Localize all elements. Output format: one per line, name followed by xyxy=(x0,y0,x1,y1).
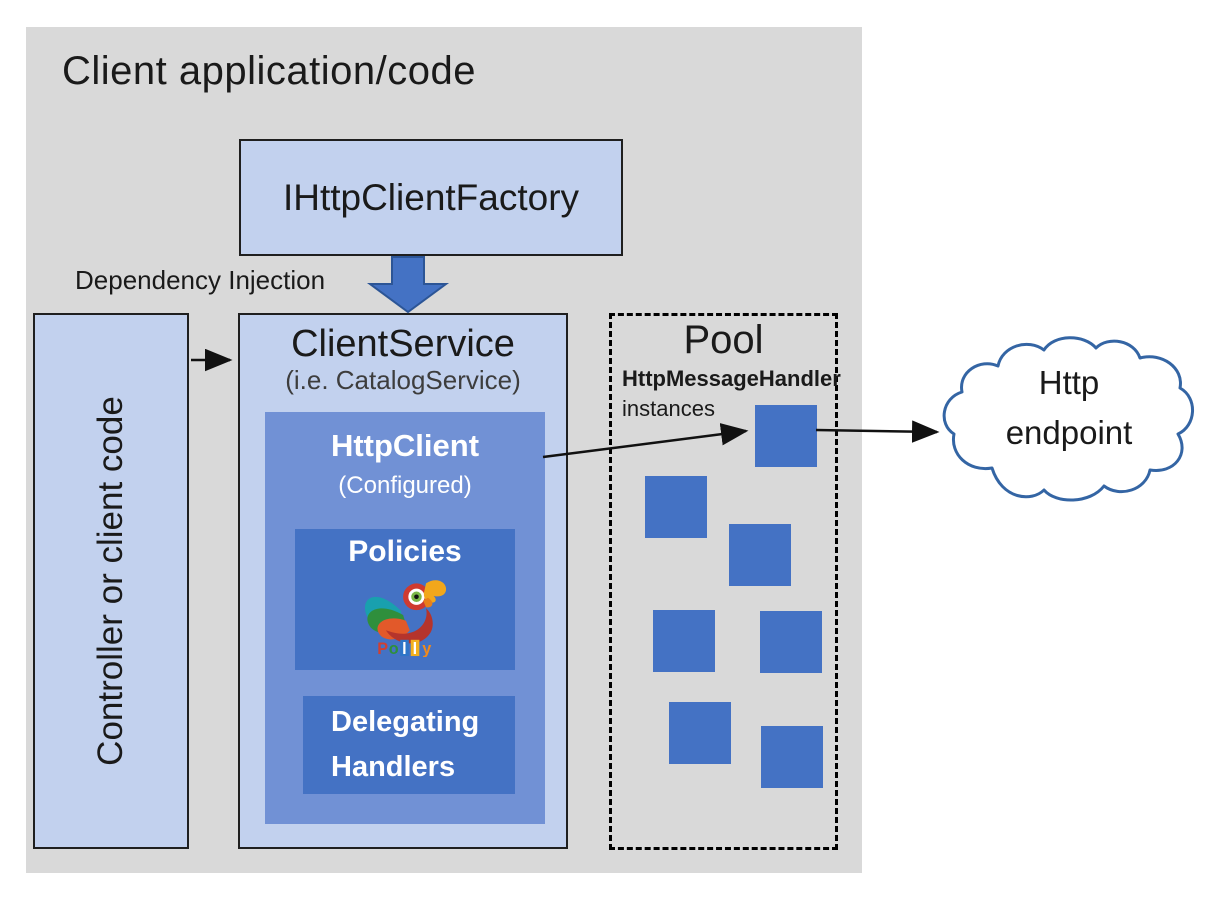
http-client-title: HttpClient xyxy=(330,428,480,463)
http-endpoint-cloud: Http endpoint xyxy=(938,334,1200,526)
svg-text:o: o xyxy=(389,640,399,657)
pool-subtitle-handler: HttpMessageHandler xyxy=(622,366,841,391)
handler-instance-square xyxy=(760,611,822,673)
client-application-title: Client application/code xyxy=(62,49,476,93)
handler-pool-box: Pool HttpMessageHandler instances xyxy=(609,313,841,850)
cloud-outline-icon xyxy=(942,336,1194,502)
handler-instance-square xyxy=(761,726,823,788)
polly-parrot-icon: P o l l y xyxy=(364,580,447,657)
http-client-box: HttpClient (Configured) Policies xyxy=(265,412,545,824)
dependency-injection-label: Dependency Injection xyxy=(75,265,326,295)
client-application-container: Client application/code IHttpClientFacto… xyxy=(26,27,862,873)
handler-instance-square xyxy=(669,702,731,764)
client-service-title: ClientService xyxy=(291,323,515,365)
handler-instance-square xyxy=(729,524,791,586)
svg-text:y: y xyxy=(422,640,431,657)
http-client-subtitle: (Configured) xyxy=(338,472,472,499)
svg-text:P: P xyxy=(377,640,388,657)
pool-subtitle-instances: instances xyxy=(622,396,715,421)
delegating-handlers-line1: Delegating xyxy=(331,706,480,739)
ihttpclientfactory-box: IHttpClientFactory xyxy=(239,139,623,256)
delegating-handlers-box: Delegating Handlers xyxy=(303,696,515,794)
svg-text:l: l xyxy=(413,640,418,657)
ihttpclientfactory-label: IHttpClientFactory xyxy=(282,176,580,218)
client-service-box: ClientService (i.e. CatalogService) Http… xyxy=(238,313,568,849)
delegating-handlers-line2: Handlers xyxy=(331,751,456,783)
controller-label: Controller or client code xyxy=(91,396,130,766)
pool-title: Pool xyxy=(683,318,764,362)
handler-instance-square xyxy=(755,405,817,467)
http-endpoint-label: Http endpoint xyxy=(1005,364,1133,451)
policies-title: Policies xyxy=(348,535,462,568)
handler-instance-square xyxy=(645,476,707,538)
client-service-subtitle: (i.e. CatalogService) xyxy=(285,364,521,395)
handler-instance-square xyxy=(653,610,715,672)
policies-box: Policies P o xyxy=(295,529,515,670)
svg-text:l: l xyxy=(402,640,407,657)
controller-box: Controller or client code xyxy=(33,313,189,849)
